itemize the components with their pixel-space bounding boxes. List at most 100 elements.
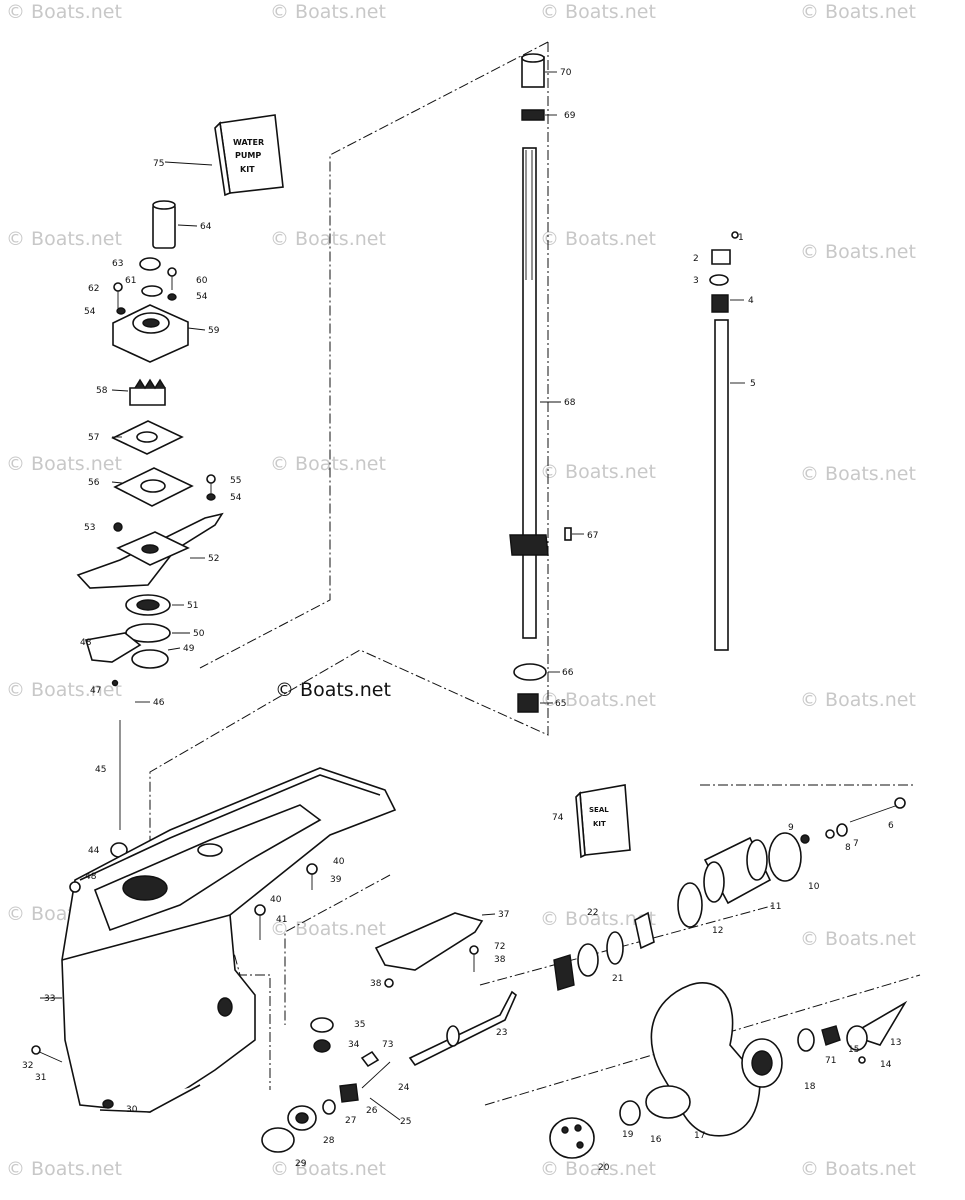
callout-33: 33: [44, 994, 55, 1004]
callout-24: 24: [398, 1083, 410, 1093]
watermark: © Boats.net: [6, 1, 122, 23]
watermark: © Boats.net: [800, 928, 916, 950]
callout-53: 53: [84, 523, 95, 533]
callout-57: 57: [88, 433, 99, 443]
propeller-shaft-assembly: [408, 797, 906, 1067]
callout-30: 30: [126, 1105, 138, 1115]
watermark: © Boats.net: [6, 453, 122, 475]
callout-40: 40: [333, 857, 345, 867]
callout-54: 54: [196, 292, 208, 302]
callout-2: 2: [693, 254, 699, 264]
water-pump-kit-box: WATER PUMP KIT: [214, 114, 284, 197]
callout-56: 56: [88, 478, 100, 488]
callout-71: 71: [825, 1056, 836, 1066]
callout-28: 28: [323, 1136, 335, 1146]
drive-shaft-assembly: [509, 53, 572, 713]
kit-label: WATER: [233, 138, 264, 147]
watermark: © Boats.net: [270, 228, 386, 250]
callout-54c: 54: [230, 493, 242, 503]
callout-17: 17: [694, 1131, 705, 1141]
callout-46: 46: [153, 698, 165, 708]
watermark: © Boats.net: [540, 908, 656, 930]
callout-73: 73: [382, 1040, 393, 1050]
callout-20: 20: [598, 1163, 610, 1173]
callout-49: 49: [183, 644, 195, 654]
assembly-guide-lines: [149, 41, 921, 1106]
kit-label: KIT: [593, 820, 606, 828]
callout-65: 65: [555, 699, 566, 709]
watermark: © Boats.net: [270, 918, 386, 940]
callout-4: 4: [748, 296, 754, 306]
callout-67: 67: [587, 531, 598, 541]
shift-rod-assembly: [709, 231, 739, 651]
callout-38: 38: [370, 979, 382, 989]
callout-11: 11: [770, 902, 781, 912]
callout-12: 12: [712, 926, 723, 936]
watermark: © Boats.net: [540, 689, 656, 711]
callout-7: 7: [853, 839, 859, 849]
watermark: © Boats.net: [540, 228, 656, 250]
watermark: © Boats.net: [800, 1, 916, 23]
callout-31: 31: [35, 1073, 46, 1083]
watermark: © Boats.net: [540, 1158, 656, 1180]
callout-68: 68: [564, 398, 576, 408]
callout-55: 55: [230, 476, 241, 486]
callout-8: 8: [845, 843, 851, 853]
callout-74: 74: [552, 813, 564, 823]
callout-22: 22: [587, 908, 598, 918]
callout-54b: 54: [84, 307, 96, 317]
kit-label: PUMP: [235, 151, 261, 160]
callout-69: 69: [564, 111, 576, 121]
kit-label: SEAL: [589, 806, 609, 814]
callout-21: 21: [612, 974, 623, 984]
callout-39: 39: [330, 875, 342, 885]
watermark: © Boats.net: [275, 679, 391, 701]
callout-labels: 1 2 3 4 5 6 7 8 9 10 11 12 13 14 15 16 1…: [22, 68, 901, 1173]
callout-10: 10: [808, 882, 820, 892]
callout-34: 34: [348, 1040, 360, 1050]
callout-25: 25: [400, 1117, 411, 1127]
callout-13: 13: [890, 1038, 901, 1048]
watermark: © Boats.net: [800, 689, 916, 711]
callout-44: 44: [88, 846, 100, 856]
callout-40b: 40: [270, 895, 282, 905]
callout-45: 45: [95, 765, 106, 775]
watermark: © Boats.net: [540, 1, 656, 23]
callout-66: 66: [562, 668, 574, 678]
callout-64: 64: [200, 222, 212, 232]
watermark: © Boats.net: [270, 1, 386, 23]
leader-lines: [40, 71, 745, 1121]
trim-tab: [374, 912, 484, 988]
callout-58: 58: [96, 386, 108, 396]
watermark: © Boats.net: [800, 241, 916, 263]
callout-35: 35: [354, 1020, 365, 1030]
callout-27: 27: [345, 1116, 356, 1126]
callout-61: 61: [125, 276, 136, 286]
gearcase-housing: [31, 767, 397, 1113]
callout-16: 16: [650, 1135, 662, 1145]
watermark: © Boats.net: [6, 1158, 122, 1180]
callout-60: 60: [196, 276, 208, 286]
callout-75: 75: [153, 159, 164, 169]
callout-3: 3: [693, 276, 699, 286]
watermark: © Boats.net: [6, 228, 122, 250]
kit-label: KIT: [240, 165, 255, 174]
callout-41: 41: [276, 915, 287, 925]
watermark: © Boats.net: [270, 1158, 386, 1180]
callout-50: 50: [193, 629, 205, 639]
callout-18: 18: [804, 1082, 816, 1092]
water-pump-parts: [76, 200, 224, 858]
callout-23: 23: [496, 1028, 507, 1038]
callout-52: 52: [208, 554, 219, 564]
watermark: © Boats.net: [800, 1158, 916, 1180]
callout-47: 47: [90, 686, 101, 696]
watermark: © Boats.net: [6, 679, 122, 701]
seal-kit-box: SEAL KIT: [575, 784, 631, 859]
callout-48: 48: [80, 638, 92, 648]
callout-62: 62: [88, 284, 99, 294]
callout-38b: 38: [494, 955, 506, 965]
callout-59: 59: [208, 326, 220, 336]
callout-51: 51: [187, 601, 198, 611]
watermark-group: © Boats.net © Boats.net © Boats.net © Bo…: [6, 1, 916, 1180]
